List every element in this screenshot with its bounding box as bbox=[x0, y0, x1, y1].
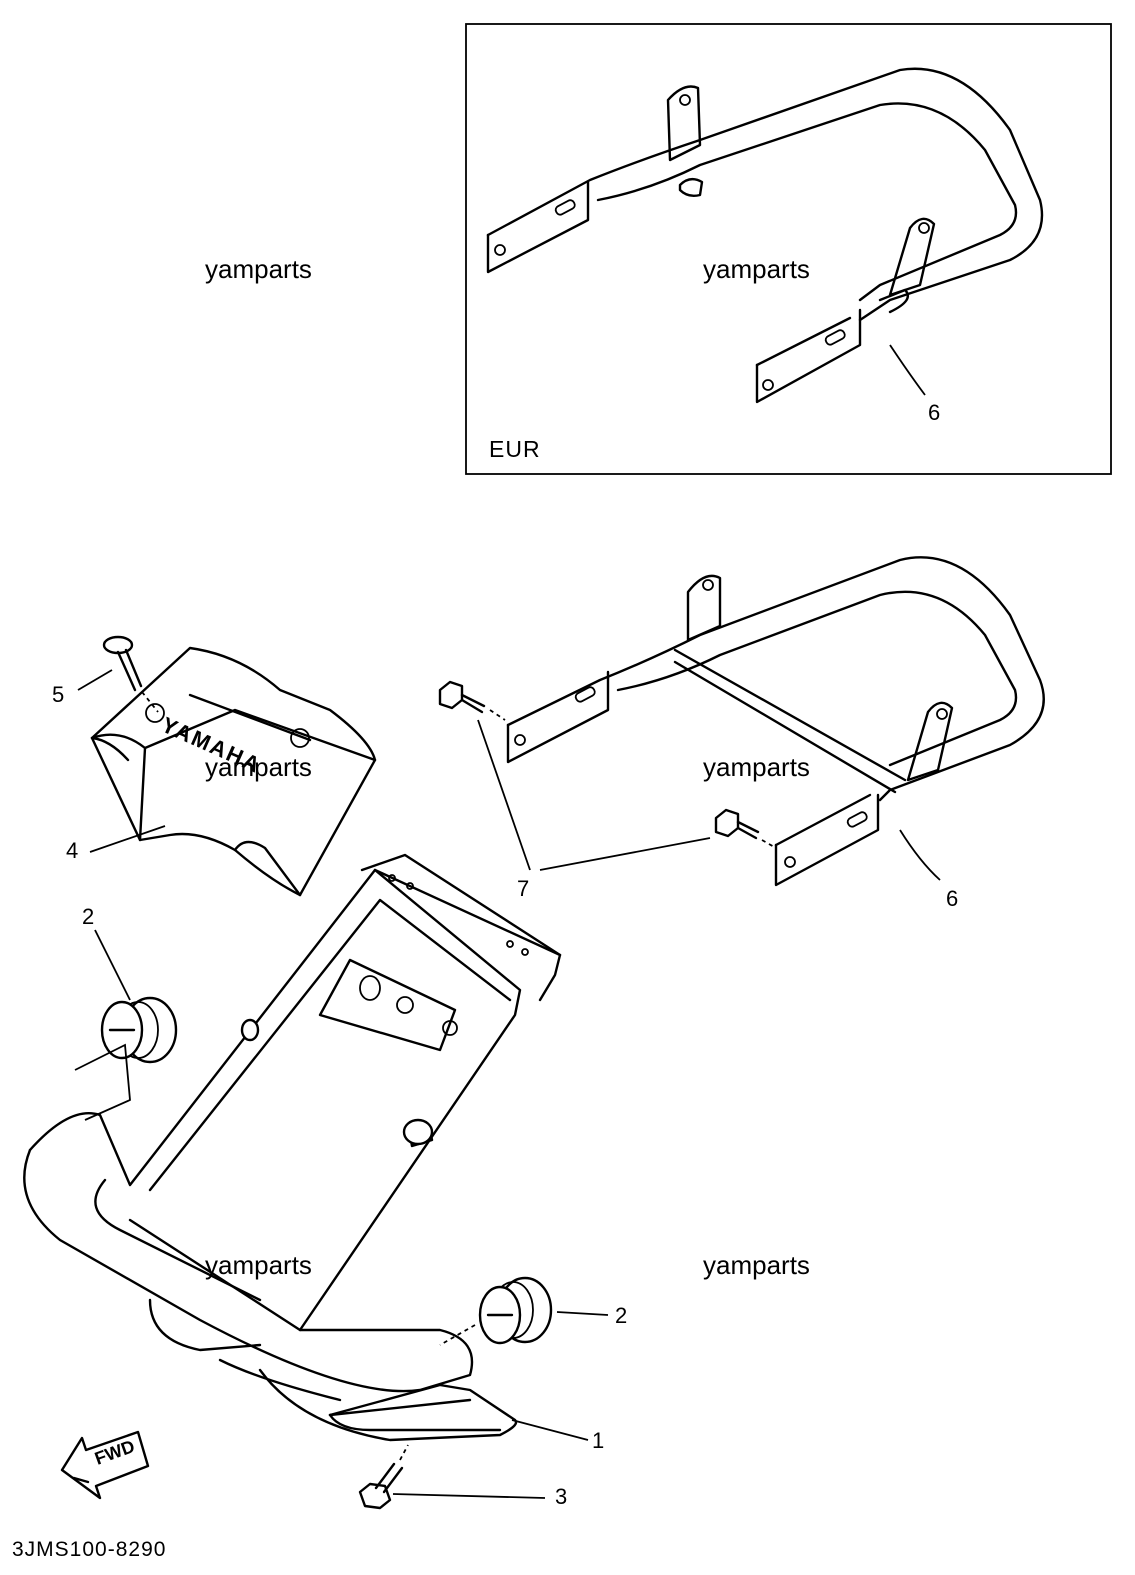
skid-plate bbox=[258, 1368, 589, 1442]
callout-4: 4 bbox=[66, 838, 79, 863]
callout-5: 5 bbox=[52, 682, 65, 707]
callout-1: 1 bbox=[592, 1428, 605, 1453]
watermark-3: yamparts bbox=[205, 752, 312, 782]
watermark-6: yamparts bbox=[703, 1250, 810, 1280]
watermark-2: yamparts bbox=[703, 254, 810, 284]
bolt-7-left bbox=[438, 680, 531, 871]
grab-bar bbox=[506, 556, 1045, 887]
callout-2-upper: 2 bbox=[82, 904, 95, 929]
bolt-7-right bbox=[539, 808, 777, 871]
spring-upper bbox=[74, 929, 178, 1121]
bolt-3 bbox=[358, 1444, 546, 1510]
callout-6: 6 bbox=[946, 886, 959, 911]
fwd-arrow-icon bbox=[60, 1430, 150, 1500]
callout-2-lower: 2 bbox=[615, 1303, 628, 1328]
yamaha-cover bbox=[89, 646, 377, 897]
watermark-1: yamparts bbox=[205, 254, 312, 284]
inset-region-label: EUR bbox=[489, 436, 541, 462]
callout-7: 7 bbox=[517, 876, 530, 901]
watermark-4: yamparts bbox=[703, 752, 810, 782]
screw-5 bbox=[77, 635, 159, 713]
spring-lower bbox=[439, 1276, 609, 1346]
inset-frame bbox=[465, 23, 1112, 475]
diagram-code: 3JMS100-8290 bbox=[12, 1538, 167, 1561]
inset-callout-6: 6 bbox=[928, 400, 941, 425]
bumper-frame bbox=[23, 853, 562, 1402]
watermark-5: yamparts bbox=[205, 1250, 312, 1280]
inset-grab-bar bbox=[486, 67, 1044, 404]
callout-3: 3 bbox=[555, 1484, 568, 1509]
